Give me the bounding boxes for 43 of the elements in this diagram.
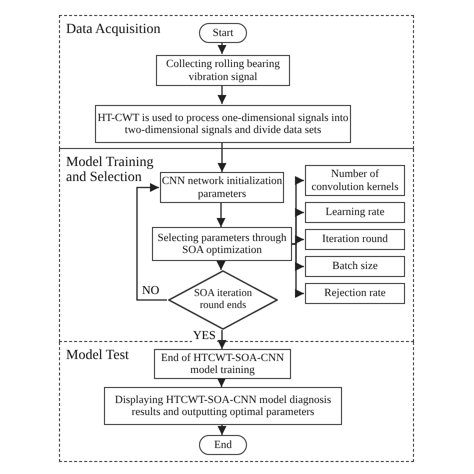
process-box <box>305 202 405 223</box>
node-label: Start <box>212 26 234 40</box>
node-label: HT-CWT is used to process one-dimensional signals into two-dimensional signals and divide data sets <box>96 112 350 136</box>
arrow <box>216 203 226 227</box>
node-label: Rejection rate <box>324 287 386 300</box>
section-heading: Data Acquisition <box>66 22 160 38</box>
node-label: Iteration round <box>322 233 388 246</box>
section-panel <box>59 149 414 342</box>
process-box <box>305 165 405 196</box>
process-box <box>305 256 405 277</box>
arrow <box>291 243 304 298</box>
node-label: Collecting rolling bearing vibration signal <box>165 58 281 83</box>
node-label: SOA iteration round ends <box>192 288 254 312</box>
process-box <box>152 227 292 261</box>
node-label: Number of convolution kernels <box>310 168 400 193</box>
arrow <box>217 85 227 104</box>
terminal-box <box>199 435 247 455</box>
node-label: Selecting parameters through SOA optimization <box>156 232 288 256</box>
process-box <box>104 387 342 425</box>
node-label: Batch size <box>332 260 378 273</box>
arrow <box>217 330 227 349</box>
node-label: End <box>214 438 232 452</box>
process-box <box>156 55 290 86</box>
arrow <box>216 378 226 387</box>
process-box <box>95 105 351 143</box>
node-label: Displaying HTCWT-SOA-CNN model diagnosis results and outputting optimal parameters <box>114 394 332 418</box>
edge-label: YES <box>192 328 217 343</box>
arrow <box>136 182 167 301</box>
section-panel <box>59 15 414 149</box>
section-heading: Model Test <box>66 348 129 364</box>
arrow <box>216 260 226 270</box>
process-box <box>305 229 405 250</box>
process-box <box>154 349 291 379</box>
decision-diamond <box>168 270 278 330</box>
node-label: CNN network initialization parameters <box>161 175 283 200</box>
arrow <box>217 142 227 172</box>
process-box <box>305 283 405 304</box>
arrow <box>217 425 227 435</box>
terminal-box <box>199 23 247 43</box>
node-label: End of HTCWT-SOA-CNN model training <box>160 352 286 376</box>
node-label: Learning rate <box>326 206 384 219</box>
arrow <box>217 42 227 54</box>
section-panel <box>59 342 414 462</box>
